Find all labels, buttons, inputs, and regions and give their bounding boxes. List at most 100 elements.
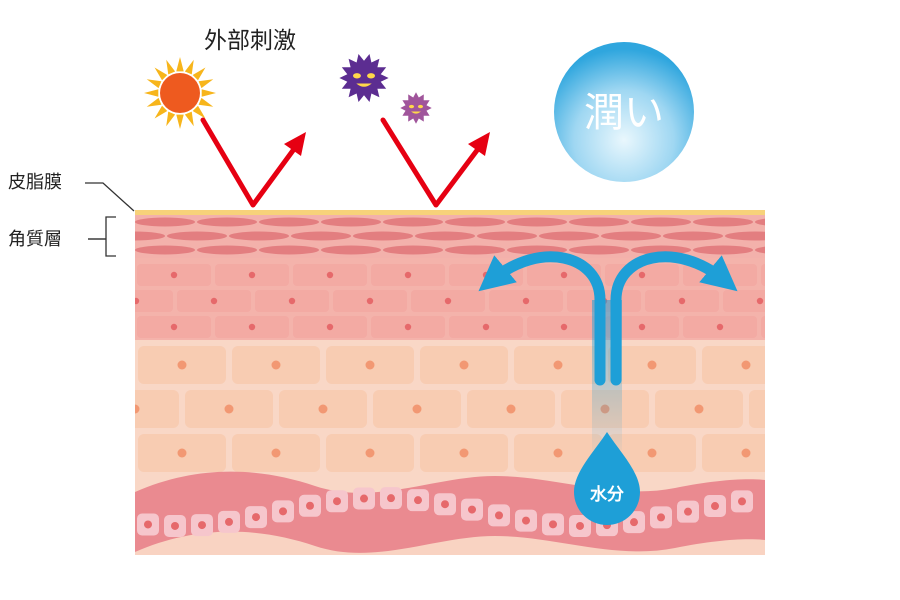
- basal-nucleus: [522, 516, 530, 525]
- germ-arrow-head: [468, 132, 490, 156]
- basal-nucleus: [144, 520, 152, 529]
- spinous-nucleus: [694, 404, 704, 414]
- spinous-nucleus: [553, 360, 563, 370]
- corneum-cell: [693, 217, 753, 227]
- spinous-nucleus: [177, 360, 187, 370]
- granular-nucleus: [638, 323, 646, 331]
- spinous-nucleus: [459, 448, 469, 458]
- granular-nucleus: [716, 323, 724, 331]
- corneum-cell: [445, 245, 505, 255]
- germ-eye: [367, 73, 376, 79]
- granular-nucleus: [678, 297, 686, 305]
- spinous-nucleus: [459, 360, 469, 370]
- basal-nucleus: [279, 507, 287, 516]
- granular-nucleus: [326, 271, 334, 279]
- basal-nucleus: [333, 497, 341, 506]
- spinous-cell: [702, 434, 765, 472]
- germ-mouth: [411, 111, 421, 114]
- sun-ray: [184, 111, 194, 127]
- granular-nucleus: [795, 324, 801, 330]
- corneum-cell: [569, 245, 629, 255]
- uv-arrow-head: [284, 132, 306, 156]
- basal-nucleus: [198, 521, 206, 530]
- germ-body: [400, 92, 432, 124]
- granular-cell: [723, 290, 765, 312]
- corneum-cell: [569, 217, 629, 227]
- corneum-cell: [259, 217, 319, 227]
- basal-nucleus: [171, 521, 179, 530]
- water-drop-icon: 水分: [574, 432, 640, 525]
- sun-ray: [198, 97, 214, 107]
- sun-ray: [184, 59, 194, 75]
- spinous-nucleus: [224, 404, 234, 414]
- spinous-nucleus: [553, 448, 563, 458]
- granular-nucleus: [170, 323, 178, 331]
- basal-cells: [137, 487, 753, 537]
- spinous-cell: [702, 346, 765, 384]
- sun-ray: [176, 114, 184, 129]
- corneum-cell: [135, 245, 195, 255]
- basal-nucleus: [711, 502, 719, 511]
- spinous-nucleus: [506, 404, 516, 414]
- granular-nucleus: [404, 323, 412, 331]
- sun-ray: [201, 89, 216, 97]
- corneum-cell: [167, 231, 227, 241]
- sebum-film-layer: [135, 210, 765, 215]
- granular-nucleus: [404, 271, 412, 279]
- spinous-nucleus: [647, 448, 657, 458]
- corneum-cells: [135, 217, 765, 255]
- sun-ray: [154, 67, 168, 81]
- sun-ray: [192, 105, 206, 119]
- sun-ray: [192, 67, 206, 81]
- germ-large: [339, 54, 389, 102]
- granular-nucleus: [756, 297, 764, 305]
- basal-nucleus: [576, 521, 584, 530]
- basal-nucleus: [549, 520, 557, 529]
- germ-body: [339, 54, 389, 102]
- granular-nucleus: [366, 297, 374, 305]
- corneum-cell: [755, 246, 765, 254]
- corneum-cell: [321, 217, 381, 227]
- germ-icon: [339, 54, 432, 124]
- spinous-nucleus: [647, 360, 657, 370]
- sun-rays: [144, 57, 216, 129]
- sun-ray: [144, 89, 159, 97]
- granular-nucleus: [135, 297, 140, 305]
- spinous-nucleus: [741, 448, 751, 458]
- basal-nucleus: [414, 496, 422, 505]
- corneum-cell: [135, 217, 195, 227]
- germ-deflection-arrow: [380, 117, 484, 208]
- spinous-cells: [135, 346, 765, 472]
- stratum-corneum-label: 角質層: [8, 229, 62, 250]
- corneum-cell: [229, 231, 289, 241]
- deflection-arrows: [200, 117, 490, 208]
- sun-ray: [176, 57, 184, 72]
- corneum-cell: [321, 245, 381, 255]
- spinous-nucleus: [318, 404, 328, 414]
- corneum-cell: [507, 217, 567, 227]
- spinous-nucleus: [365, 448, 375, 458]
- granular-nucleus: [248, 323, 256, 331]
- basal-nucleus: [495, 511, 503, 520]
- granular-nucleus: [795, 272, 801, 278]
- spinous-nucleus: [135, 404, 140, 414]
- sun-ray: [146, 79, 162, 89]
- sebum-leader-line: [85, 182, 135, 212]
- sun-ray: [166, 59, 176, 75]
- corneum-cell: [291, 231, 351, 241]
- basal-nucleus: [630, 518, 638, 527]
- sun-ray: [154, 105, 168, 119]
- sun-ray: [198, 79, 214, 89]
- granular-nucleus: [522, 297, 530, 305]
- moisture-flow: [478, 251, 738, 450]
- hydration-bubble-icon: 潤い: [554, 42, 694, 182]
- corneum-cell: [415, 231, 475, 241]
- corneum-cell: [259, 245, 319, 255]
- sebum-film-label: 皮脂膜: [8, 172, 62, 193]
- basal-nucleus: [225, 517, 233, 526]
- external-stimuli-title: 外部刺激: [204, 28, 296, 54]
- spinous-nucleus: [741, 360, 751, 370]
- layer-labels: 皮脂膜 角質層: [8, 172, 135, 257]
- spinous-nucleus: [365, 360, 375, 370]
- corneum-cell: [693, 245, 753, 255]
